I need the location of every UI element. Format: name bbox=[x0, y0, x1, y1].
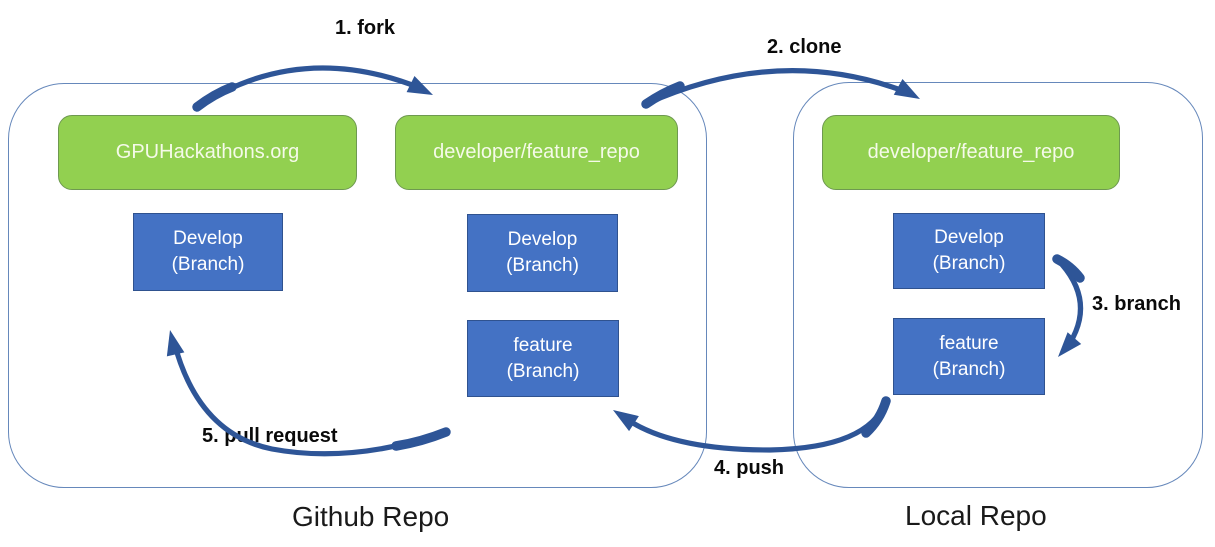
branch-name: Develop bbox=[173, 228, 243, 250]
branch-node-local-develop: Develop (Branch) bbox=[893, 213, 1045, 289]
branch-node-github-fork-develop: Develop (Branch) bbox=[467, 214, 618, 292]
branch-type: (Branch) bbox=[506, 255, 579, 276]
branch-name: Develop bbox=[507, 229, 578, 251]
branch-name: feature bbox=[939, 332, 999, 354]
branch-node-local-feature: feature (Branch) bbox=[893, 318, 1045, 395]
pull-request-label: 5. pull request bbox=[202, 425, 338, 447]
repo-node-label: developer/feature_repo bbox=[433, 141, 640, 163]
branch-type: (Branch) bbox=[506, 360, 580, 382]
fork-label: 1. fork bbox=[335, 17, 396, 39]
clone-label: 2. clone bbox=[767, 36, 842, 58]
repo-node-gpuhackathons: GPUHackathons.org bbox=[58, 115, 357, 190]
branch-type: (Branch) bbox=[171, 254, 245, 275]
branch-name: feature bbox=[513, 334, 573, 356]
push-label: 4. push bbox=[714, 457, 785, 479]
local-repo-container bbox=[793, 82, 1203, 488]
branch-type: (Branch) bbox=[932, 253, 1006, 274]
repo-node-label: developer/feature_repo bbox=[867, 141, 1075, 163]
local-repo-caption: Local Repo bbox=[905, 500, 1047, 531]
repo-node-local-clone: developer/feature_repo bbox=[822, 115, 1120, 190]
branch-node-github-main-develop: Develop (Branch) bbox=[133, 213, 283, 291]
branch-node-github-fork-feature: feature (Branch) bbox=[467, 320, 619, 397]
branch-type: (Branch) bbox=[932, 358, 1006, 380]
branch-name: Develop bbox=[934, 227, 1004, 249]
github-repo-caption: Github Repo bbox=[292, 501, 450, 532]
branch-label: 3. branch bbox=[1092, 293, 1181, 315]
repo-node-github-fork: developer/feature_repo bbox=[395, 115, 678, 190]
repo-node-label: GPUHackathons.org bbox=[115, 141, 300, 163]
